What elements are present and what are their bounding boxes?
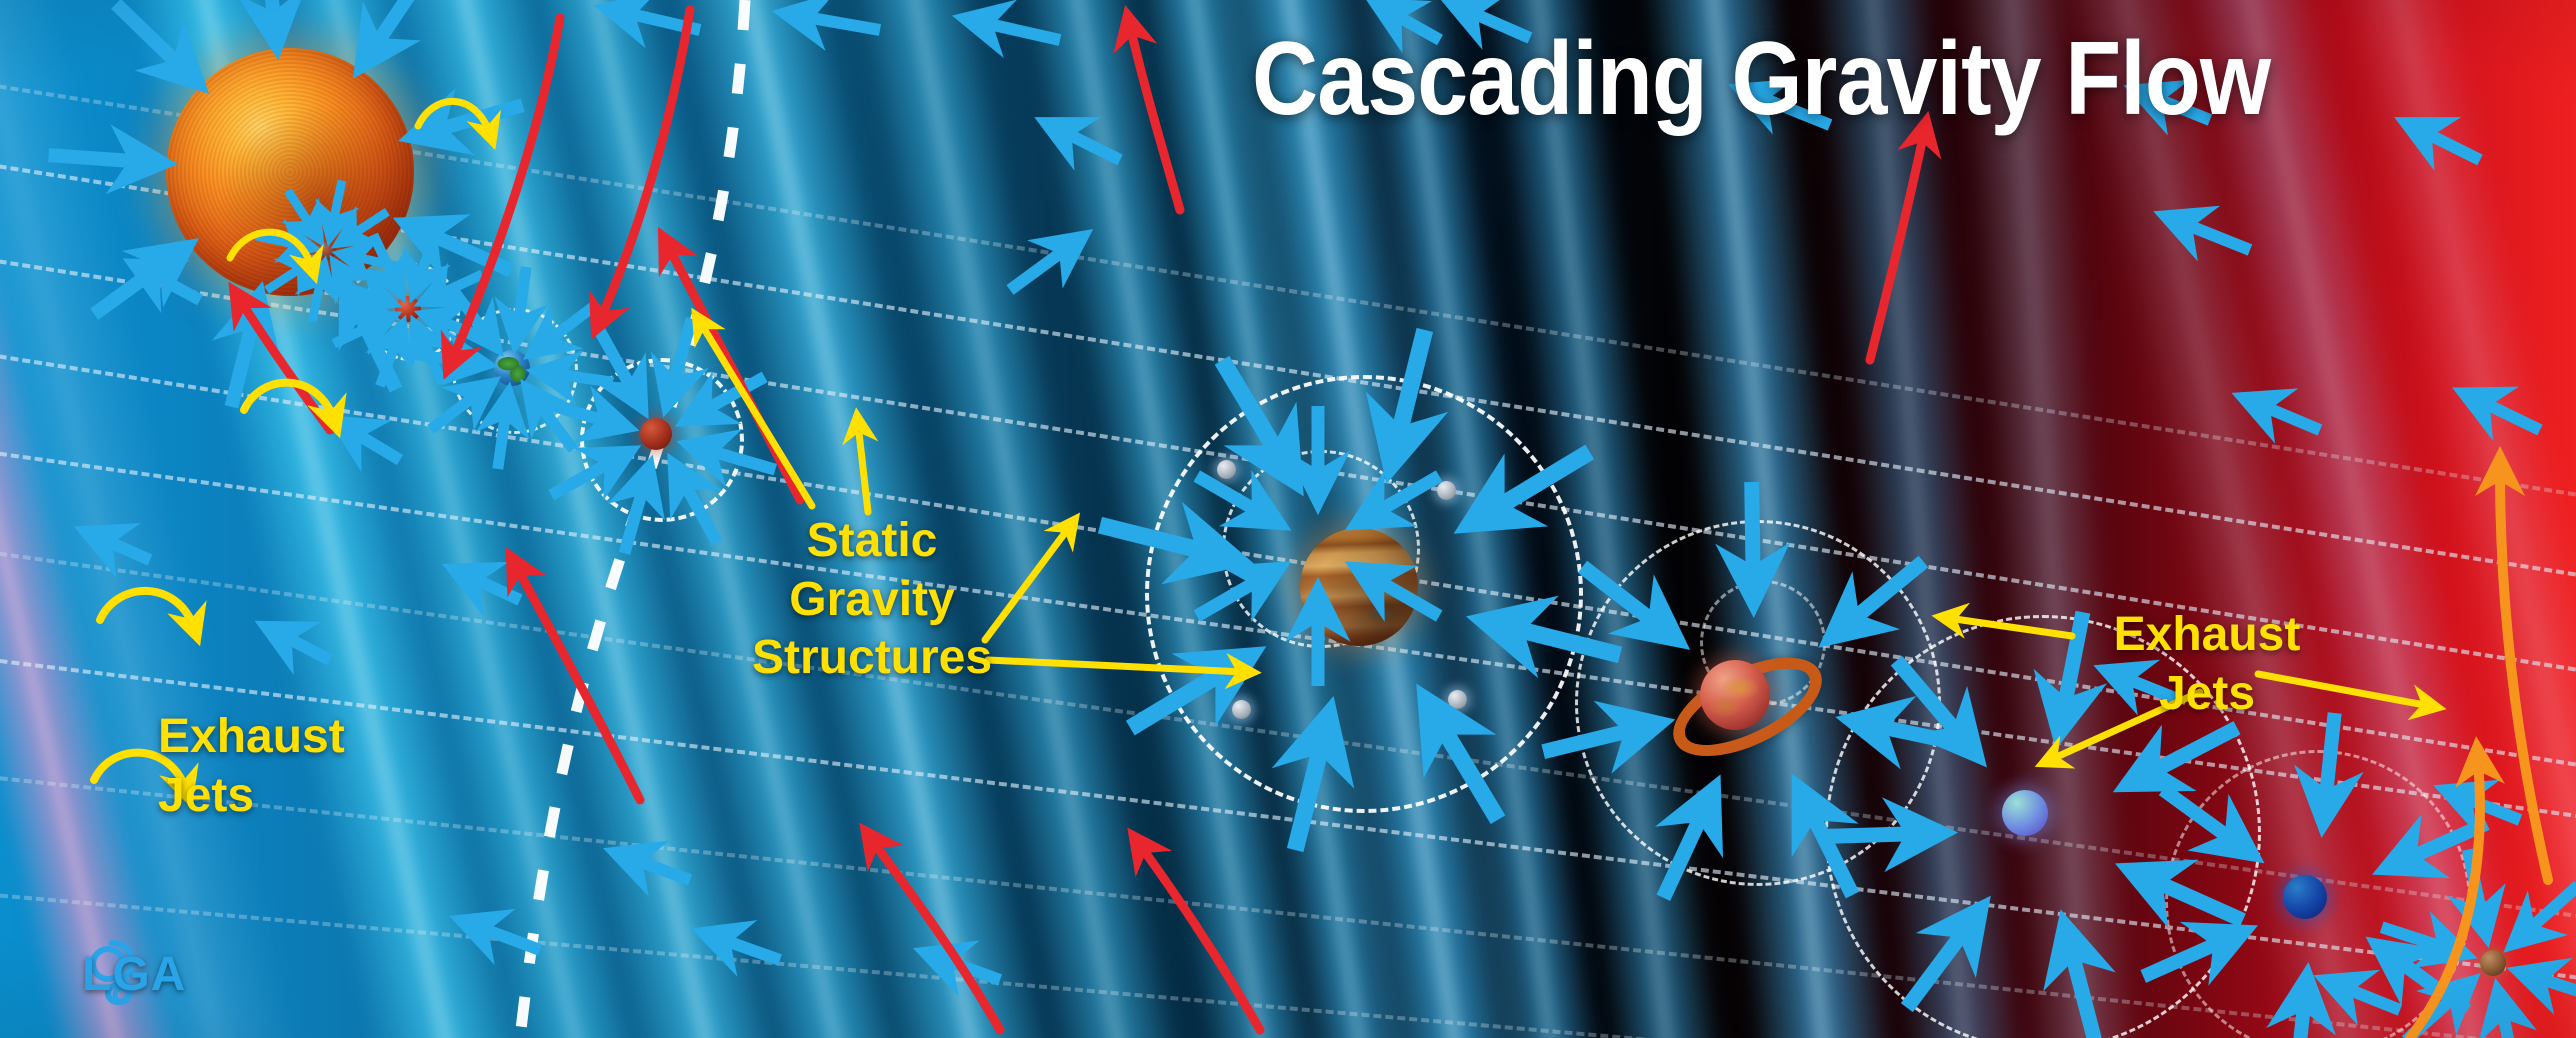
spiral-galaxy-icon: [90, 940, 135, 1006]
planet-neptune: [2283, 875, 2327, 919]
page-title: Cascading Gravity Flow: [1252, 20, 2271, 139]
logo-text: LGA: [82, 947, 186, 1002]
logo[interactable]: LGA: [82, 938, 185, 1010]
planet-uranus: [2002, 790, 2048, 836]
label-static-gravity-structures: Static Gravity Structures: [752, 512, 992, 688]
label-exhaust-jets-left: Exhaust Jets: [158, 708, 418, 825]
planet-saturn: [1700, 660, 1770, 730]
label-exhaust-jets-right: Exhaust Jets: [2082, 606, 2332, 723]
